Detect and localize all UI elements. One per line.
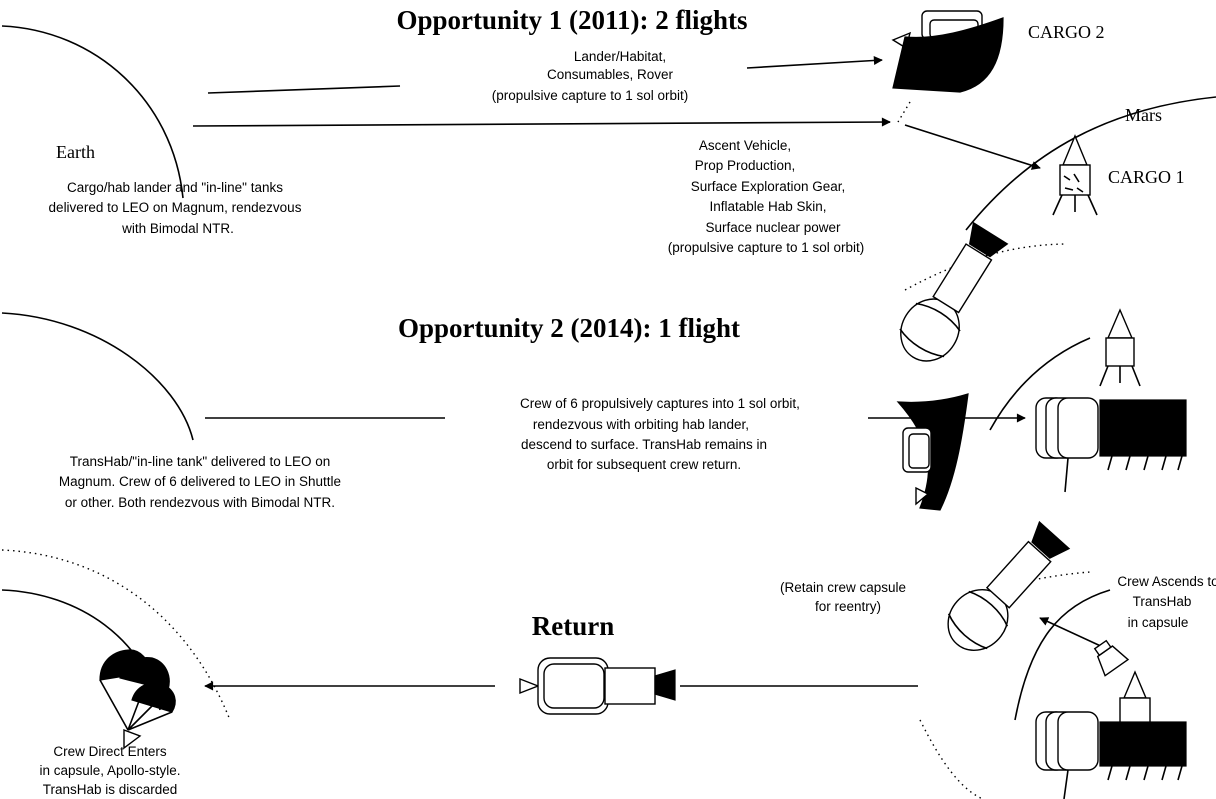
- svg-text:delivered to LEO on Magnum, re: delivered to LEO on Magnum, rendezvous: [49, 200, 302, 215]
- svg-text:or other. Both rendezvous wit: or other. Both rendezvous with Bimodal N…: [65, 495, 335, 510]
- svg-text:Crew of 6 propulsively capture: Crew of 6 propulsively captures into 1 s…: [520, 396, 800, 411]
- dotted-link: [897, 101, 911, 123]
- transhab-vehicle-icon: [899, 221, 1009, 362]
- svg-text:rendezvous with orbiting hab l: rendezvous with orbiting hab lander,: [533, 417, 749, 432]
- cargo2-description: Lander/Habitat, Consumables, Rover (prop…: [492, 49, 689, 103]
- surface-habitat-icon-2: [1035, 397, 1187, 493]
- parachute-capsule-icon: [99, 649, 176, 750]
- svg-text:TransHab/"in-line tank" delive: TransHab/"in-line tank" delivered to LEO…: [70, 454, 330, 469]
- cargo2-trajectory-start: [207, 85, 401, 94]
- return-vehicle-icon: [519, 657, 676, 715]
- svg-text:in capsule, Apollo-style.: in capsule, Apollo-style.: [39, 763, 180, 778]
- svg-text:(propulsive capture to 1 sol o: (propulsive capture to 1 sol orbit): [668, 240, 865, 255]
- cargo1-ascent-vehicle-icon: [1052, 134, 1098, 216]
- earth-description-3: Crew Direct Enters in capsule, Apollo-st…: [39, 744, 180, 797]
- svg-text:TransHab: TransHab: [1133, 594, 1192, 609]
- cargo1-description: Ascent Vehicle, Prop Production, Surface…: [668, 138, 865, 255]
- cargo1-trajectory-arrow: [192, 117, 891, 127]
- svg-text:for reentry): for reentry): [815, 599, 881, 614]
- svg-text:Consumables, Rover: Consumables, Rover: [547, 67, 674, 82]
- svg-text:descend to surface. TransHab: descend to surface. TransHab remains in: [521, 437, 767, 452]
- svg-text:Crew Ascends to: Crew Ascends to: [1117, 574, 1216, 589]
- earth-horizon-1: [1, 25, 184, 199]
- opportunity-2-title: Opportunity 2 (2014): 1 flight: [398, 313, 740, 343]
- earth-label-1: Earth: [56, 142, 95, 162]
- orbit-dotted-2: [904, 243, 1066, 291]
- mars-horizon-2: [989, 337, 1091, 431]
- earth-description-2: TransHab/"in-line tank" delivered to LEO…: [59, 454, 341, 510]
- svg-text:in capsule: in capsule: [1128, 615, 1189, 630]
- cargo2-lander-icon: [891, 10, 1004, 93]
- crew-lander-icon: [896, 393, 969, 511]
- svg-text:(propulsive capture to 1 sol o: (propulsive capture to 1 sol orbit): [492, 88, 689, 103]
- svg-text:Lander/Habitat,: Lander/Habitat,: [574, 49, 666, 64]
- cargo2-label: CARGO 2: [1028, 22, 1105, 42]
- surface-habitat-icon-3: [1035, 711, 1187, 799]
- svg-text:Crew Direct Enters: Crew Direct Enters: [53, 744, 167, 759]
- svg-text:with Bimodal NTR.: with Bimodal NTR.: [121, 221, 234, 236]
- ascent-vehicle-icon-2: [1099, 308, 1141, 387]
- opportunity-1-title: Opportunity 1 (2011): 2 flights: [396, 5, 747, 35]
- svg-text:Surface nuclear power: Surface nuclear power: [705, 220, 841, 235]
- transhab-return-icon: [947, 520, 1071, 651]
- earth-horizon-2: [1, 312, 194, 441]
- crew-capsule-icon: [1093, 639, 1130, 677]
- svg-text:Prop Production,: Prop Production,: [695, 158, 796, 173]
- svg-text:TransHab is discarded: TransHab is discarded: [43, 782, 178, 797]
- return-title: Return: [532, 611, 615, 641]
- earth-description-1: Cargo/hab lander and "in-line" tanks del…: [49, 180, 302, 236]
- svg-text:Cargo/hab lander and "in-line": Cargo/hab lander and "in-line" tanks: [67, 180, 283, 195]
- svg-text:orbit for subsequent crew retu: orbit for subsequent crew return.: [547, 457, 741, 472]
- ascend-arrow: [1039, 617, 1106, 649]
- svg-text:Magnum. Crew of 6 delivered t: Magnum. Crew of 6 delivered to LEO in Sh…: [59, 474, 341, 489]
- cargo1-label: CARGO 1: [1108, 167, 1185, 187]
- orbit-dotted-5: [919, 719, 985, 799]
- svg-text:(Retain crew capsule: (Retain crew capsule: [780, 580, 906, 595]
- retain-capsule-note: (Retain crew capsule for reentry): [780, 580, 906, 614]
- mars-horizon-3: [1014, 589, 1111, 721]
- svg-text:Surface Exploration Gear,: Surface Exploration Gear,: [691, 179, 846, 194]
- crew-ascends-note: Crew Ascends to TransHab in capsule: [1117, 574, 1216, 630]
- crew-capture-description: Crew of 6 propulsively captures into 1 s…: [520, 396, 800, 472]
- svg-text:Ascent Vehicle,: Ascent Vehicle,: [699, 138, 791, 153]
- cargo1-arrow-to-mars: [904, 124, 1041, 170]
- cargo2-arrow: [746, 55, 883, 69]
- mars-horizon-1: [965, 96, 1216, 231]
- svg-text:Inflatable Hab Skin,: Inflatable Hab Skin,: [709, 199, 826, 214]
- mars-label: Mars: [1125, 105, 1162, 125]
